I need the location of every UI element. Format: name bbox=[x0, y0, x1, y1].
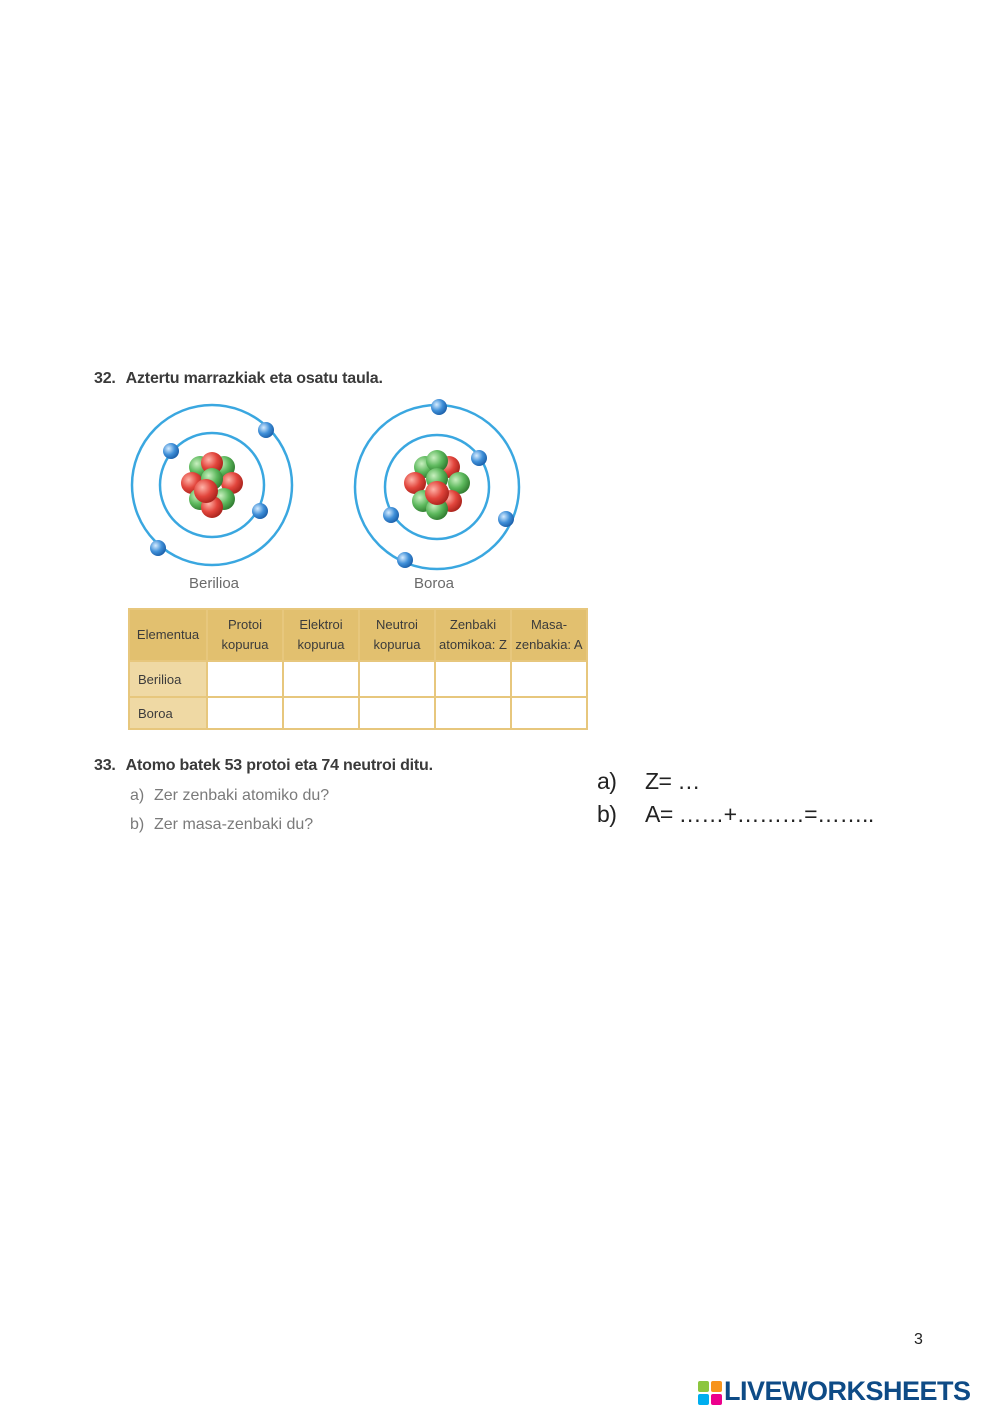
answer-cell[interactable] bbox=[434, 660, 512, 698]
atom-label-boroa: Boroa bbox=[413, 575, 455, 592]
header-elektroi: Elektroi kopurua bbox=[282, 608, 360, 662]
sub-text: Zer masa-zenbaki du? bbox=[154, 816, 314, 833]
header-line: kopurua bbox=[373, 637, 421, 652]
header-line: Elektroi bbox=[299, 617, 343, 632]
atom-diagrams bbox=[130, 399, 521, 571]
nucleus bbox=[404, 450, 470, 520]
electron bbox=[258, 422, 274, 438]
outer-orbit bbox=[130, 403, 294, 567]
electron bbox=[252, 503, 268, 519]
atom-boroa bbox=[353, 399, 521, 571]
atom-berilioa bbox=[130, 403, 294, 567]
header-line: Protoi bbox=[228, 617, 262, 632]
header-line: Masa- bbox=[530, 617, 568, 632]
row-label-boroa: Boroa bbox=[128, 696, 208, 730]
question-text: Aztertu marrazkiak eta osatu taula. bbox=[125, 370, 383, 387]
question-33-title: 33. Atomo batek 53 protoi eta 74 neutroi … bbox=[94, 757, 433, 775]
question-33-sub-b: b) Zer masa-zenbaki du? bbox=[130, 816, 313, 834]
header-zenbaki-atomikoa: Zenbaki atomikoa: Z bbox=[434, 608, 512, 662]
answer-cell[interactable] bbox=[358, 696, 436, 730]
answer-cell[interactable] bbox=[282, 696, 360, 730]
question-text: Atomo batek 53 protoi eta 74 neutroi dit… bbox=[125, 757, 433, 774]
question-number: 33. bbox=[94, 757, 116, 774]
atom-label-berilioa: Berilioa bbox=[188, 575, 240, 592]
liveworksheets-logo-icon bbox=[698, 1380, 722, 1405]
header-line: Neutroi bbox=[376, 617, 418, 632]
answer-cell[interactable] bbox=[510, 660, 588, 698]
table-row: Berilioa bbox=[128, 660, 588, 698]
inner-orbit bbox=[158, 431, 266, 539]
question-32-title: 32. Aztertu marrazkiak eta osatu taula. bbox=[94, 370, 383, 388]
answer-cell[interactable] bbox=[510, 696, 588, 730]
header-elementua: Elementua bbox=[128, 608, 208, 662]
header-line: kopurua bbox=[297, 637, 345, 652]
answer-letter: a) bbox=[597, 768, 617, 794]
electron bbox=[471, 450, 487, 466]
header-line: Zenbaki bbox=[449, 617, 497, 632]
inner-orbit bbox=[383, 433, 491, 541]
electron bbox=[431, 399, 447, 415]
header-line: Elementua bbox=[136, 627, 200, 642]
electron bbox=[163, 443, 179, 459]
logo-text: LIVEWORKSHEETS bbox=[724, 1376, 971, 1406]
electron bbox=[150, 540, 166, 556]
sub-text: Zer zenbaki atomiko du? bbox=[154, 787, 330, 804]
answer-cell[interactable] bbox=[434, 696, 512, 730]
answer-a[interactable]: a) Z= … bbox=[597, 768, 700, 795]
answer-cell[interactable] bbox=[358, 660, 436, 698]
electron bbox=[498, 511, 514, 527]
table-row: Boroa bbox=[128, 696, 588, 730]
header-line: zenbakia: A bbox=[515, 637, 583, 652]
sub-letter: a) bbox=[130, 787, 145, 804]
electron bbox=[383, 507, 399, 523]
header-neutroi: Neutroi kopurua bbox=[358, 608, 436, 662]
header-protoi: Protoi kopurua bbox=[206, 608, 284, 662]
answer-cell[interactable] bbox=[282, 660, 360, 698]
answer-text: A= ……+………=…….. bbox=[645, 801, 874, 827]
electron bbox=[397, 552, 413, 568]
sub-letter: b) bbox=[130, 816, 145, 833]
question-33-sub-a: a) Zer zenbaki atomiko du? bbox=[130, 787, 329, 805]
row-label-berilioa: Berilioa bbox=[128, 660, 208, 698]
answer-cell[interactable] bbox=[206, 696, 284, 730]
liveworksheets-logo: LIVEWORKSHEETS bbox=[698, 1376, 971, 1407]
answer-cell[interactable] bbox=[206, 660, 284, 698]
answer-b[interactable]: b) A= ……+………=…….. bbox=[597, 801, 874, 828]
answer-letter: b) bbox=[597, 801, 617, 827]
answer-text: Z= … bbox=[645, 768, 700, 794]
header-masa-zenbakia: Masa-zenbakia: A bbox=[510, 608, 588, 662]
nucleus bbox=[181, 452, 243, 518]
header-line: atomikoa: Z bbox=[439, 637, 507, 652]
question-number: 32. bbox=[94, 370, 116, 387]
header-line: kopurua bbox=[221, 637, 269, 652]
page-number: 3 bbox=[914, 1331, 923, 1348]
